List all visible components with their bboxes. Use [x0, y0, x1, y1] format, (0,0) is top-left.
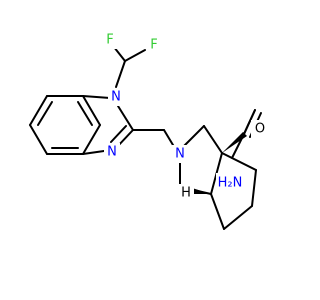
n-top-label-mask — [108, 88, 124, 106]
bond-benzene-1 — [29, 95, 48, 126]
bond-imidazole-n-bottom-c — [82, 150, 105, 155]
bond-benzene-inner-1 — [37, 101, 53, 126]
linker-and-bicyclic-scaffold — [132, 125, 257, 230]
atom-labels: F F N N N O H₂N H — [102, 31, 269, 202]
h2n-label-mask — [216, 173, 245, 193]
f-left-label-mask — [102, 31, 118, 49]
bond-cyclopentane-4 — [210, 193, 225, 230]
bond-amide-c-o-1 — [243, 109, 256, 135]
bond-cyclopentane-3 — [223, 205, 253, 230]
bond-imidazole-c-n-top — [82, 95, 111, 99]
n-bicyclic-label: N — [175, 147, 185, 162]
n-benzimidazole-top-label: N — [111, 90, 121, 105]
bond-cyclopentane-1 — [221, 152, 257, 171]
bond-n-ring-top — [183, 125, 205, 147]
bond-ring-top-quaternary — [203, 125, 223, 154]
amide-oxygen-label: O — [255, 122, 265, 137]
f-left-label: F — [106, 33, 113, 48]
stereo-h-label: H — [181, 186, 191, 201]
chemical-structure-diagram: F F N N N O H₂N H — [29, 31, 269, 230]
bond-amide-c-n — [231, 133, 245, 159]
benzimidazole-ring — [29, 95, 134, 155]
stereo-wedge-quaternary — [222, 132, 247, 153]
bond-benzene-inner-3 — [77, 101, 93, 126]
bond-cyclopentane-2 — [251, 169, 257, 207]
bond-n-chf2 — [115, 60, 126, 88]
n-benzimidazole-bottom-label: N — [107, 145, 117, 160]
bond-imidazole-c2-n-bottom-double — [110, 125, 127, 143]
f-right-label: F — [150, 38, 157, 53]
bond-chf2-f-right — [124, 49, 146, 62]
bond-benzene-4 — [82, 124, 101, 155]
amide-h2n-label: H₂N — [218, 176, 243, 191]
bond-benzene-3 — [82, 95, 101, 126]
bond-imidazole-n-c2 — [117, 105, 134, 131]
n-bicyclic-label-mask — [172, 145, 188, 163]
bond-benzene-6 — [29, 124, 48, 155]
f-right-label-mask — [146, 36, 162, 54]
n-bottom-label-mask — [104, 143, 120, 161]
o-label-mask — [251, 120, 269, 138]
stereo-h-label-mask — [178, 184, 194, 202]
